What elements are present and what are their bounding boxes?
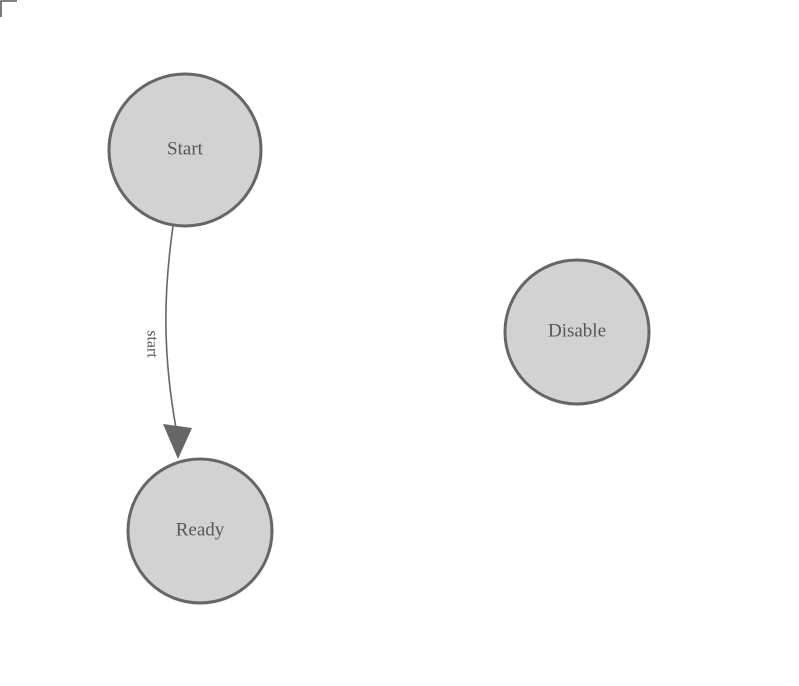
node-disable[interactable]: Disable	[503, 258, 651, 406]
top-left-corner-mark	[0, 0, 17, 17]
edge-label-start: start	[143, 330, 160, 358]
edge-path-start-to-ready	[165, 225, 177, 429]
edge-start-to-ready[interactable]: start	[143, 225, 192, 459]
node-disable-label: Disable	[548, 320, 606, 341]
node-start-circle	[107, 72, 263, 228]
node-start-label: Start	[167, 138, 204, 159]
node-disable-circle	[503, 258, 651, 406]
node-ready-label: Ready	[176, 519, 225, 540]
arrowhead-icon	[163, 424, 192, 459]
node-ready-circle	[126, 457, 274, 605]
node-start[interactable]: Start	[107, 72, 263, 228]
node-ready[interactable]: Ready	[126, 457, 274, 605]
